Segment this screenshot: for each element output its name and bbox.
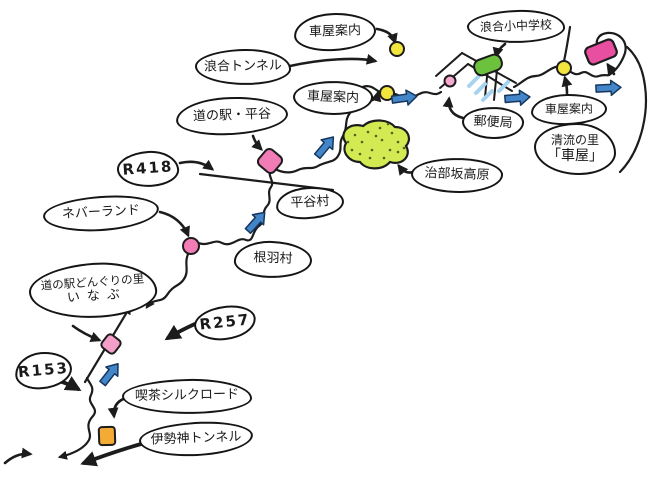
- bubble-label: 平谷村: [290, 193, 330, 211]
- bubble-label: 道の駅・平谷: [192, 106, 272, 124]
- stray-curve-arrow: [3, 447, 33, 465]
- highland-texture-dots: [346, 122, 406, 160]
- arrow-kurumaya-annai-3: [561, 75, 573, 95]
- road-right-of-intersection: [512, 65, 611, 89]
- arrow-route-257: [164, 321, 199, 341]
- road-branch-up-from-signal: [562, 25, 572, 63]
- bubble-label: R257: [198, 310, 252, 334]
- bubble-label: ネバーランド: [61, 203, 141, 223]
- direction-arrow-icon: [241, 206, 272, 237]
- bubble-label: 伊勢神トンネル: [150, 428, 242, 448]
- bubble-label-line2: いなぶ: [66, 286, 128, 306]
- bubble-label: 車屋案内: [306, 88, 360, 106]
- jibuzaka-highland-area: [342, 119, 411, 170]
- direction-arrow-icon: [594, 79, 623, 97]
- bubble-label: R418: [121, 157, 174, 180]
- michinoeki-inabu-marker: [100, 333, 122, 355]
- arrow-michinoeki-hiraya: [251, 134, 263, 151]
- arrow-into-destination: [606, 62, 618, 76]
- road-neba-descent-section: [145, 250, 191, 309]
- bubble-label-line2: 「車屋」: [547, 147, 603, 164]
- bridge-hatch-marks: [467, 75, 510, 102]
- bubble-label: R153: [17, 358, 70, 382]
- direction-arrow-icon: [95, 358, 125, 389]
- road-right-sweep-curve: [618, 45, 647, 174]
- bubble-label: 車屋案内: [308, 22, 362, 40]
- school-building-marker: [473, 53, 503, 77]
- bubble-label: 根羽村: [253, 250, 293, 267]
- kurumaya-destination-marker: [584, 38, 618, 66]
- signal-dot-near-kurumaya-annai-1: [389, 41, 405, 57]
- road-neba-to-hiraya-section: [194, 169, 274, 246]
- michinoeki-hiraya-marker: [256, 147, 284, 175]
- direction-arrow-icon: [310, 131, 340, 162]
- arrow-route-418: [178, 159, 215, 171]
- bubble-label: 浪合小中学校: [479, 17, 553, 34]
- arrow-michinoeki-inabu: [71, 324, 102, 343]
- arrow-neverland: [158, 210, 190, 238]
- intersection-dot: [443, 74, 457, 88]
- arrow-post-office: [442, 96, 465, 120]
- bubble-label: 車屋案内: [544, 101, 594, 117]
- signal-dot-mid-route: [379, 85, 395, 101]
- bubble-label: 郵便局: [473, 113, 513, 131]
- bubble-label: 喫茶シルクロード: [134, 387, 240, 404]
- arrow-isegami-tunnel: [80, 442, 143, 467]
- road-bottom-section: [57, 376, 97, 460]
- bubble-label: 治部坂高原: [424, 165, 490, 184]
- arrow-namiai-school: [492, 42, 507, 59]
- arrow-kurumaya-annai-1: [375, 27, 398, 45]
- bubble-label: 清流の里: [550, 133, 599, 148]
- direction-arrow-icon: [503, 88, 532, 108]
- cafe-silkroad-marker: [97, 425, 117, 447]
- road-destination-loop: [595, 31, 627, 77]
- arrow-namiai-tunnel: [288, 53, 378, 68]
- neba-village-marker: [182, 237, 200, 255]
- direction-arrow-icon: [390, 88, 419, 108]
- bubble-label: 浪合トンネル: [203, 57, 282, 75]
- signal-dot-near-kurumaya-annai-3: [556, 60, 572, 76]
- bubble-seiryu-no-sato-kurumaya: 清流の里 「車屋」: [534, 123, 616, 175]
